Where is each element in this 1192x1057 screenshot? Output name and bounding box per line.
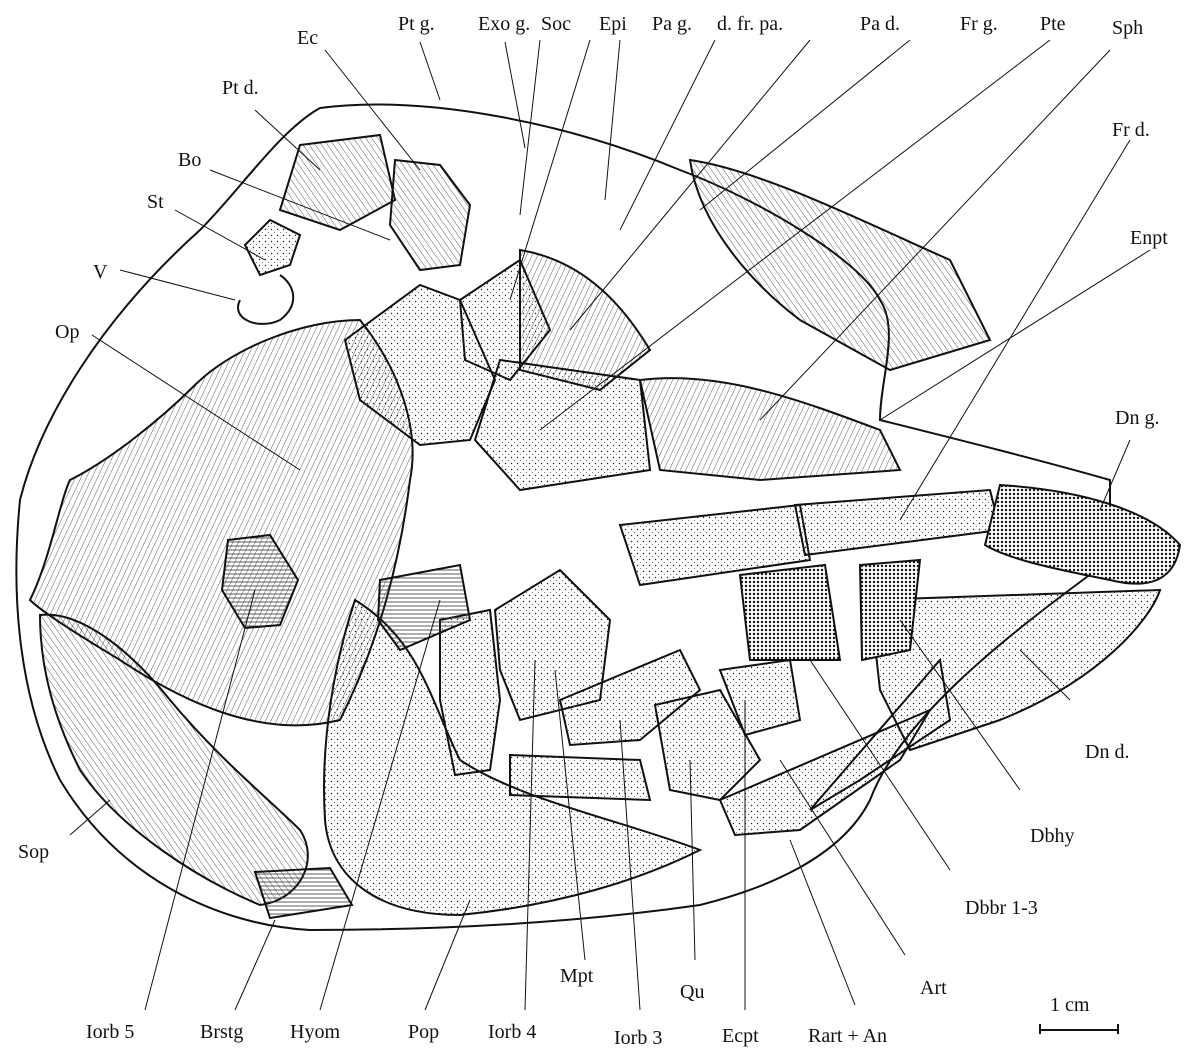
label-soc: Soc	[541, 14, 571, 34]
label-ecpt: Ecpt	[722, 1026, 759, 1046]
label-pa-d: Pa d.	[860, 14, 900, 34]
label-hyom: Hyom	[290, 1022, 340, 1042]
label-sph: Sph	[1112, 18, 1143, 38]
label-brstg: Brstg	[200, 1022, 243, 1042]
scale-bar	[1040, 1024, 1118, 1034]
label-scale: 1 cm	[1050, 995, 1089, 1015]
dermobasibranchial	[740, 565, 840, 660]
pterosphenoid	[475, 360, 650, 490]
label-dbbr: Dbbr 1-3	[965, 898, 1038, 918]
label-qu: Qu	[680, 982, 704, 1002]
label-rart-an: Rart + An	[808, 1026, 887, 1046]
vertebra	[238, 275, 293, 324]
label-pa-g: Pa g.	[652, 14, 692, 34]
label-dn-d: Dn d.	[1085, 742, 1129, 762]
frontal	[690, 160, 990, 370]
label-enpt: Enpt	[1130, 228, 1168, 248]
label-v: V	[93, 262, 107, 282]
branchiostegal	[255, 868, 352, 918]
dermohyal	[860, 560, 920, 660]
label-fr-d: Fr d.	[1112, 120, 1150, 140]
label-pt-g: Pt g.	[398, 14, 435, 34]
label-art: Art	[920, 978, 947, 998]
label-fr-g: Fr g.	[960, 14, 998, 34]
label-iorb5: Iorb 5	[86, 1022, 134, 1042]
label-mpt: Mpt	[560, 966, 593, 986]
label-epi: Epi	[599, 14, 627, 34]
label-pt-d: Pt d.	[222, 78, 259, 98]
label-dn-g: Dn g.	[1115, 408, 1159, 428]
exoccipital-ec	[390, 160, 470, 270]
label-sop: Sop	[18, 842, 49, 862]
label-ec: Ec	[297, 28, 318, 48]
label-d-fr-pa: d. fr. pa.	[717, 14, 783, 34]
label-dbhy: Dbhy	[1030, 826, 1074, 846]
label-pop: Pop	[408, 1022, 439, 1042]
label-op: Op	[55, 322, 79, 342]
label-bo: Bo	[178, 150, 201, 170]
sphenotic	[640, 378, 900, 480]
label-st: St	[147, 192, 164, 212]
entopterygoid-bar	[795, 490, 1000, 555]
label-pte: Pte	[1040, 14, 1066, 34]
label-exo-g: Exo g.	[478, 14, 530, 34]
dentary-dorsal	[985, 485, 1180, 584]
label-iorb4: Iorb 4	[488, 1022, 536, 1042]
label-iorb3: Iorb 3	[614, 1028, 662, 1048]
supratemporal-fragments	[245, 220, 300, 275]
